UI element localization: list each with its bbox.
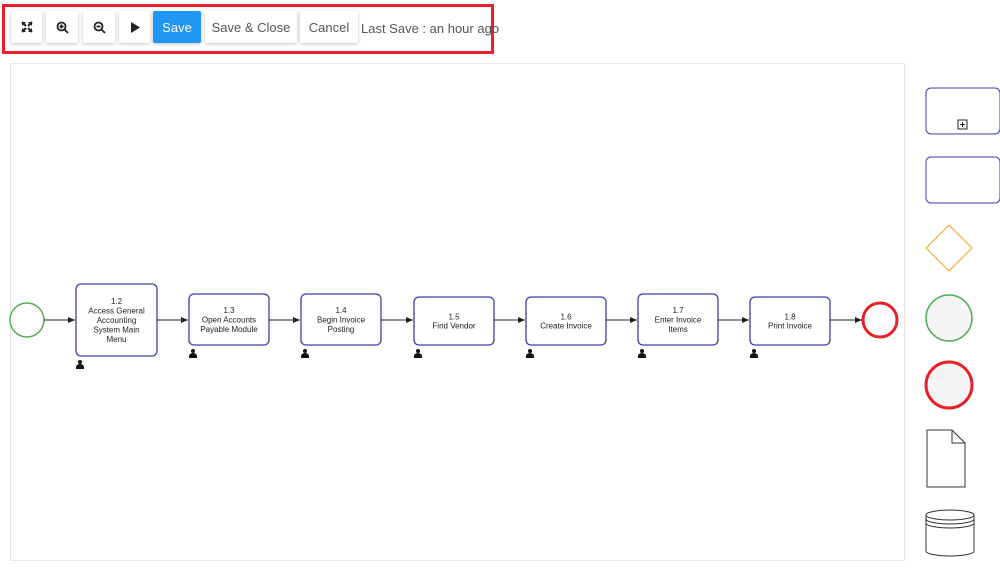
end-event[interactable] [861, 301, 899, 339]
save-button[interactable]: Save [153, 11, 201, 43]
user-icon [76, 360, 84, 369]
run-button[interactable] [119, 11, 150, 43]
fit-screen-button[interactable] [11, 11, 42, 43]
save-close-button[interactable]: Save & Close [205, 11, 297, 43]
last-save-status: Last Save : an hour ago [361, 21, 500, 36]
start-event[interactable] [9, 302, 45, 338]
user-icon [526, 349, 534, 358]
diagram-canvas[interactable] [10, 63, 905, 561]
zoom-in-icon [56, 21, 69, 34]
palette-data-store[interactable] [925, 509, 975, 557]
palette-end-event[interactable] [924, 360, 974, 410]
palette-gateway[interactable] [925, 224, 973, 272]
palette-subprocess[interactable] [925, 87, 1000, 135]
cancel-button[interactable]: Cancel [300, 11, 358, 43]
toolbar [2, 4, 494, 54]
zoom-out-button[interactable] [83, 11, 115, 43]
user-icon [750, 349, 758, 358]
user-icon [638, 349, 646, 358]
zoom-out-icon [93, 21, 106, 34]
user-icon [414, 349, 422, 358]
palette-start-event[interactable] [925, 294, 973, 342]
fit-screen-icon [20, 21, 33, 33]
play-icon [130, 21, 140, 33]
palette-task[interactable] [925, 156, 1000, 204]
palette [924, 87, 1000, 557]
palette-data-object[interactable] [926, 429, 966, 488]
user-icon [189, 349, 197, 358]
plus-icon [957, 119, 968, 130]
user-icon [301, 349, 309, 358]
zoom-in-button[interactable] [46, 11, 78, 43]
